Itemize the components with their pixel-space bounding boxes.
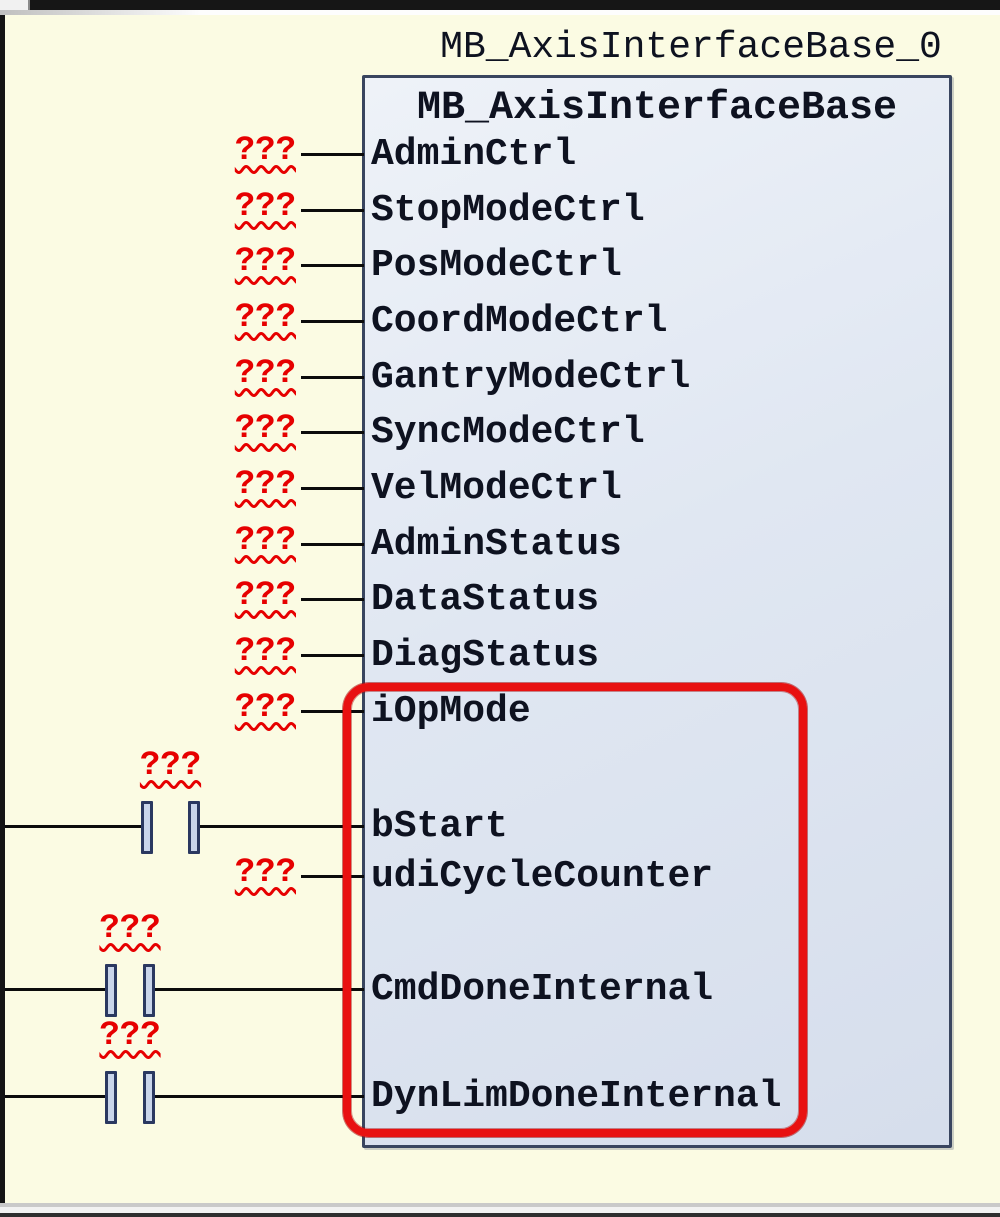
contact-bar-right[interactable] [143, 1071, 155, 1124]
pin-label: DiagStatus [371, 634, 600, 677]
pin-label: CmdDoneInternal [371, 968, 714, 1011]
unknown-operand[interactable]: ??? [234, 633, 296, 671]
connection-line [155, 988, 364, 991]
unknown-operand[interactable]: ??? [234, 854, 296, 892]
pin-label: bStart [371, 805, 508, 848]
unknown-operand[interactable]: ??? [99, 910, 161, 948]
pin-label: PosModeCtrl [371, 244, 622, 287]
pin-label: AdminCtrl [371, 133, 577, 176]
pin-label: VelModeCtrl [371, 467, 622, 510]
unknown-operand[interactable]: ??? [234, 243, 296, 281]
connection-line [301, 320, 364, 323]
connection-line [301, 209, 364, 212]
pin-label: DataStatus [371, 578, 600, 621]
connection-line [301, 654, 364, 657]
window-bottom-bar [0, 1213, 1000, 1217]
contact-bar-left[interactable] [141, 801, 153, 854]
pin-label: udiCycleCounter [371, 855, 714, 898]
connection-line [155, 1095, 364, 1098]
connection-line [301, 543, 364, 546]
connection-line [200, 825, 364, 828]
window-bottom-strip [0, 1207, 1000, 1213]
window-top-bar-notch [0, 0, 30, 10]
unknown-operand[interactable]: ??? [234, 689, 296, 727]
unknown-operand[interactable]: ??? [234, 410, 296, 448]
window-top-divider [0, 10, 1000, 15]
unknown-operand[interactable]: ??? [234, 522, 296, 560]
contact-bar-left[interactable] [105, 964, 117, 1017]
rail-connection-line [5, 1095, 105, 1098]
unknown-operand[interactable]: ??? [234, 132, 296, 170]
contact-bar-right[interactable] [188, 801, 200, 854]
unknown-operand[interactable]: ??? [234, 188, 296, 226]
left-power-rail [0, 15, 5, 1203]
connection-line [301, 598, 364, 601]
connection-line [301, 875, 364, 878]
connection-line [301, 264, 364, 267]
window-top-bar [0, 0, 1000, 10]
connection-line [301, 376, 364, 379]
pin-label: AdminStatus [371, 523, 622, 566]
pin-label: StopModeCtrl [371, 189, 645, 232]
contact-bar-left[interactable] [105, 1071, 117, 1124]
unknown-operand[interactable]: ??? [99, 1017, 161, 1055]
pin-label: CoordModeCtrl [371, 300, 668, 343]
function-block[interactable] [362, 75, 952, 1148]
pin-label: iOpMode [371, 690, 531, 733]
pin-label: SyncModeCtrl [371, 411, 645, 454]
unknown-operand[interactable]: ??? [234, 466, 296, 504]
unknown-operand[interactable]: ??? [234, 355, 296, 393]
unknown-operand[interactable]: ??? [234, 577, 296, 615]
rail-connection-line [5, 988, 105, 991]
ladder-network-canvas[interactable]: MB_AxisInterfaceBase_0 MB_AxisInterfaceB… [0, 15, 1000, 1203]
rail-connection-line [5, 825, 141, 828]
connection-line [301, 710, 364, 713]
connection-line [301, 487, 364, 490]
connection-line [301, 153, 364, 156]
connection-line [301, 431, 364, 434]
contact-bar-right[interactable] [143, 964, 155, 1017]
unknown-operand[interactable]: ??? [139, 747, 202, 785]
pin-label: GantryModeCtrl [371, 356, 691, 399]
window-bottom-divider [0, 1203, 1000, 1207]
function-block-title: MB_AxisInterfaceBase [416, 86, 898, 131]
instance-name[interactable]: MB_AxisInterfaceBase_0 [440, 26, 942, 69]
unknown-operand[interactable]: ??? [234, 299, 296, 337]
pin-label: DynLimDoneInternal [371, 1075, 782, 1118]
